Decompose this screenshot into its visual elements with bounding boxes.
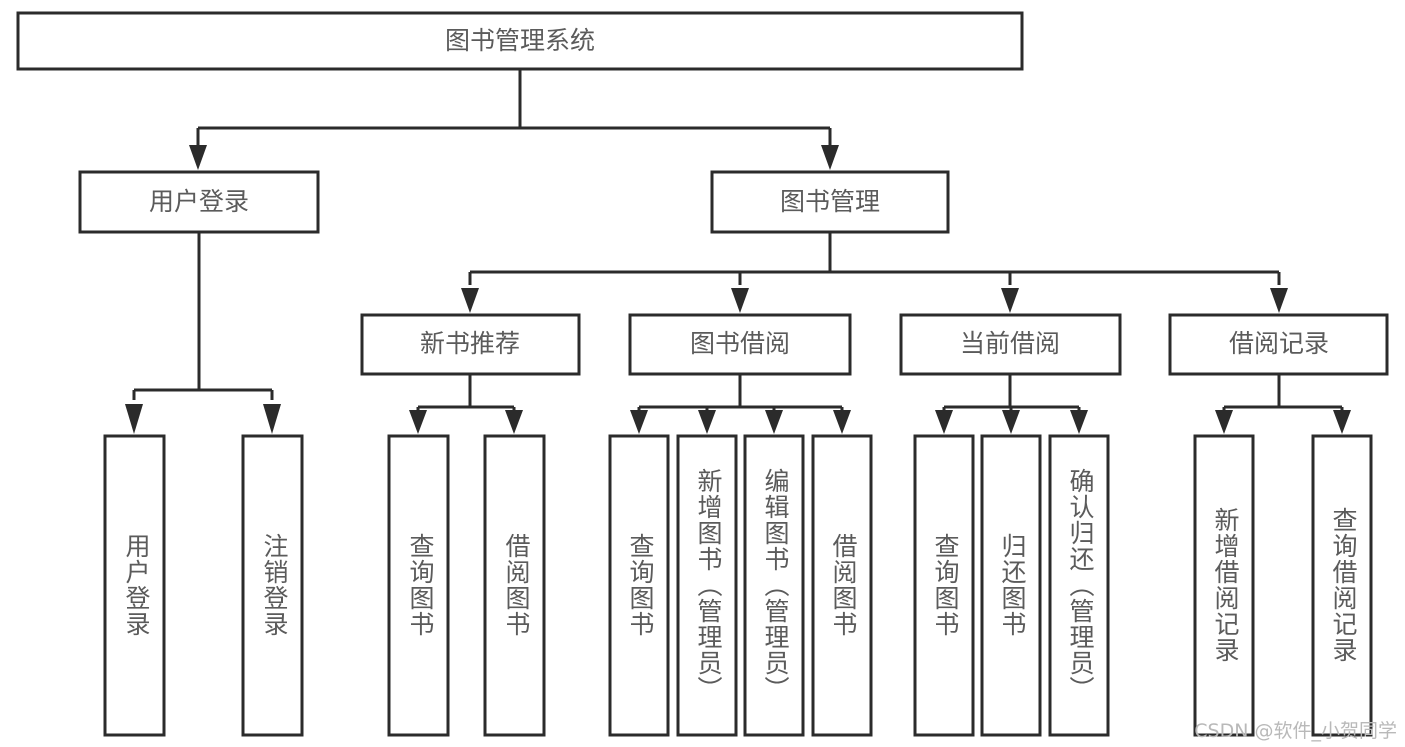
leaf-query-book-1-label: 查询图书 <box>406 533 435 637</box>
arrow-head-icon <box>189 145 207 170</box>
arrow-head-icon <box>1215 410 1233 434</box>
leaf-query-book-1-box[interactable] <box>387 434 450 737</box>
node-borrow-record[interactable]: 借阅记录 <box>1168 313 1389 376</box>
node-borrow-record-label: 借阅记录 <box>1229 329 1329 358</box>
node-new-book-rec-label: 新书推荐 <box>420 329 520 358</box>
leaf-add-record-box[interactable] <box>1193 434 1255 737</box>
arrow-head-icon <box>821 145 839 170</box>
node-current-borrow[interactable]: 当前借阅 <box>899 313 1122 376</box>
arrow-head-icon <box>935 410 953 434</box>
leaf-edit-book-label: 编辑图书（管理员） <box>761 468 790 702</box>
node-book-manage-label: 图书管理 <box>780 187 880 216</box>
leaf-logout-label: 注销登录 <box>260 533 289 637</box>
connector-user-login-to-leaves <box>125 232 281 434</box>
leaf-borrow-book-1[interactable]: 借阅图书 <box>483 434 546 737</box>
leaf-query-record[interactable]: 查询借阅记录 <box>1311 434 1373 737</box>
node-root-label: 图书管理系统 <box>445 26 595 55</box>
leaf-edit-book[interactable]: 编辑图书（管理员） <box>743 434 805 737</box>
leaf-borrow-book-2-box[interactable] <box>811 434 873 737</box>
connector-book-manage-to-level3 <box>461 232 1288 313</box>
node-user-login[interactable]: 用户登录 <box>78 170 320 234</box>
leaf-user-login-label: 用户登录 <box>122 533 151 637</box>
leaf-query-book-2-box[interactable] <box>608 434 670 737</box>
arrow-head-icon <box>731 288 749 313</box>
leaf-return-book-label: 归还图书 <box>998 533 1027 637</box>
leaf-add-book-box[interactable] <box>676 434 738 737</box>
arrow-head-icon <box>1270 288 1288 313</box>
leaf-add-record[interactable]: 新增借阅记录 <box>1193 434 1255 737</box>
node-new-book-rec[interactable]: 新书推荐 <box>360 313 581 376</box>
connector-current-borrow-to-leaves <box>935 374 1088 434</box>
node-book-borrow-label: 图书借阅 <box>690 329 790 358</box>
leaf-confirm-return-box[interactable] <box>1048 434 1110 737</box>
node-root-box[interactable] <box>16 11 1024 71</box>
leaf-logout-box[interactable] <box>241 434 304 737</box>
leaf-return-book-box[interactable] <box>980 434 1042 737</box>
node-current-borrow-box[interactable] <box>899 313 1122 376</box>
arrow-head-icon <box>125 404 143 434</box>
connector-root-to-level2 <box>189 69 839 170</box>
leaf-borrow-book-1-label: 借阅图书 <box>502 533 531 637</box>
leaf-add-record-label: 新增借阅记录 <box>1211 507 1240 663</box>
arrow-head-icon <box>1070 410 1088 434</box>
node-user-login-label: 用户登录 <box>149 187 249 216</box>
leaf-borrow-book-2[interactable]: 借阅图书 <box>811 434 873 737</box>
leaf-user-login-box[interactable] <box>103 434 166 737</box>
node-new-book-rec-box[interactable] <box>360 313 581 376</box>
arrow-head-icon <box>409 410 427 434</box>
arrow-head-icon <box>263 404 281 434</box>
leaf-confirm-return[interactable]: 确认归还（管理员） <box>1048 434 1110 737</box>
leaf-query-book-3-box[interactable] <box>913 434 975 737</box>
leaf-query-book-2-label: 查询图书 <box>626 533 655 637</box>
node-root[interactable]: 图书管理系统 <box>16 11 1024 71</box>
leaf-borrow-book-1-box[interactable] <box>483 434 546 737</box>
arrow-head-icon <box>698 410 716 434</box>
leaf-query-book-1[interactable]: 查询图书 <box>387 434 450 737</box>
leaf-confirm-return-label: 确认归还（管理员） <box>1066 468 1095 702</box>
node-book-borrow[interactable]: 图书借阅 <box>628 313 852 376</box>
leaf-return-book[interactable]: 归还图书 <box>980 434 1042 737</box>
leaf-query-record-label: 查询借阅记录 <box>1329 507 1358 663</box>
connector-new-book-rec-to-leaves <box>409 374 523 434</box>
leaf-borrow-book-2-label: 借阅图书 <box>829 533 858 637</box>
node-book-manage[interactable]: 图书管理 <box>710 170 950 234</box>
arrow-head-icon <box>1333 410 1351 434</box>
connector-book-borrow-to-leaves <box>630 374 851 434</box>
leaf-query-book-3-label: 查询图书 <box>931 533 960 637</box>
leaf-add-book-label: 新增图书（管理员） <box>694 468 723 702</box>
arrow-head-icon <box>630 410 648 434</box>
arrow-head-icon <box>461 288 479 313</box>
leaf-logout[interactable]: 注销登录 <box>241 434 304 737</box>
leaf-query-record-box[interactable] <box>1311 434 1373 737</box>
arrow-head-icon <box>1002 410 1020 434</box>
arrow-head-icon <box>833 410 851 434</box>
connector-borrow-record-to-leaves <box>1215 374 1351 434</box>
arrow-head-icon <box>505 410 523 434</box>
leaf-query-book-2[interactable]: 查询图书 <box>608 434 670 737</box>
leaf-add-book[interactable]: 新增图书（管理员） <box>676 434 738 737</box>
arrow-head-icon <box>1001 288 1019 313</box>
leaf-edit-book-box[interactable] <box>743 434 805 737</box>
leaf-query-book-3[interactable]: 查询图书 <box>913 434 975 737</box>
arrow-head-icon <box>765 410 783 434</box>
node-current-borrow-label: 当前借阅 <box>960 329 1060 358</box>
leaf-user-login[interactable]: 用户登录 <box>103 434 166 737</box>
node-user-login-box[interactable] <box>78 170 320 234</box>
